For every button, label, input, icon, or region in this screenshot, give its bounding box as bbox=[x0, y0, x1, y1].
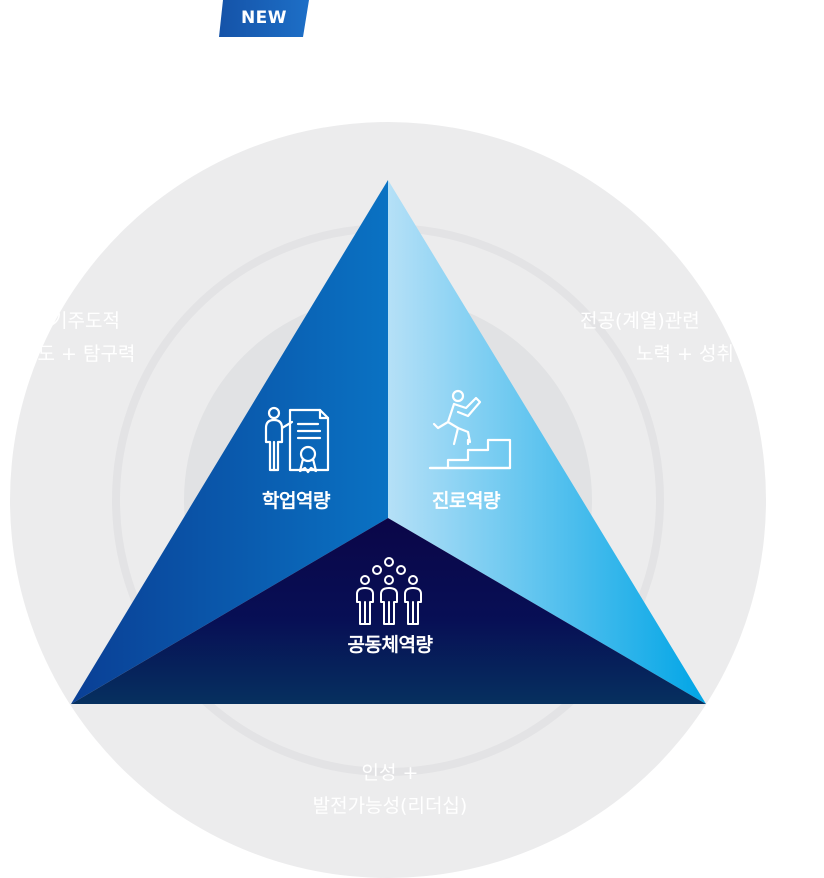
ring-label-right-line2: 노력 + 성취 bbox=[636, 343, 734, 365]
ring-label-right: 전공(계열)관련 노력 + 성취 bbox=[580, 305, 780, 371]
triangle-face-right bbox=[388, 180, 706, 704]
segment-label-community: 공동체역량 bbox=[347, 634, 433, 656]
ring-label-bottom-line1: 인성 + bbox=[361, 762, 419, 784]
new-badge-label: NEW bbox=[240, 8, 288, 28]
new-badge-shape bbox=[219, 0, 309, 37]
community-people-icon bbox=[356, 557, 422, 625]
ring-label-bottom-line2: 발전가능성(리더십) bbox=[312, 795, 468, 817]
ring-label-left: 기주도적 태도 + 탐구력 bbox=[20, 305, 180, 371]
ring-label-left-line1: 기주도적 bbox=[50, 310, 120, 332]
ring-label-right-line1: 전공(계열)관련 bbox=[580, 310, 700, 332]
ring-label-left-line2: 태도 + 탐구력 bbox=[20, 343, 136, 365]
climbing-stairs-icon bbox=[428, 389, 512, 470]
segment-label-academic: 학업역량 bbox=[262, 490, 330, 512]
certificate-presenter-icon bbox=[264, 406, 330, 474]
new-badge: NEW bbox=[219, 0, 309, 37]
triangle-face-left bbox=[71, 180, 388, 704]
segment-label-career: 진로역량 bbox=[432, 490, 500, 512]
ring-label-bottom: 인성 + 발전가능성(리더십) bbox=[270, 757, 510, 823]
